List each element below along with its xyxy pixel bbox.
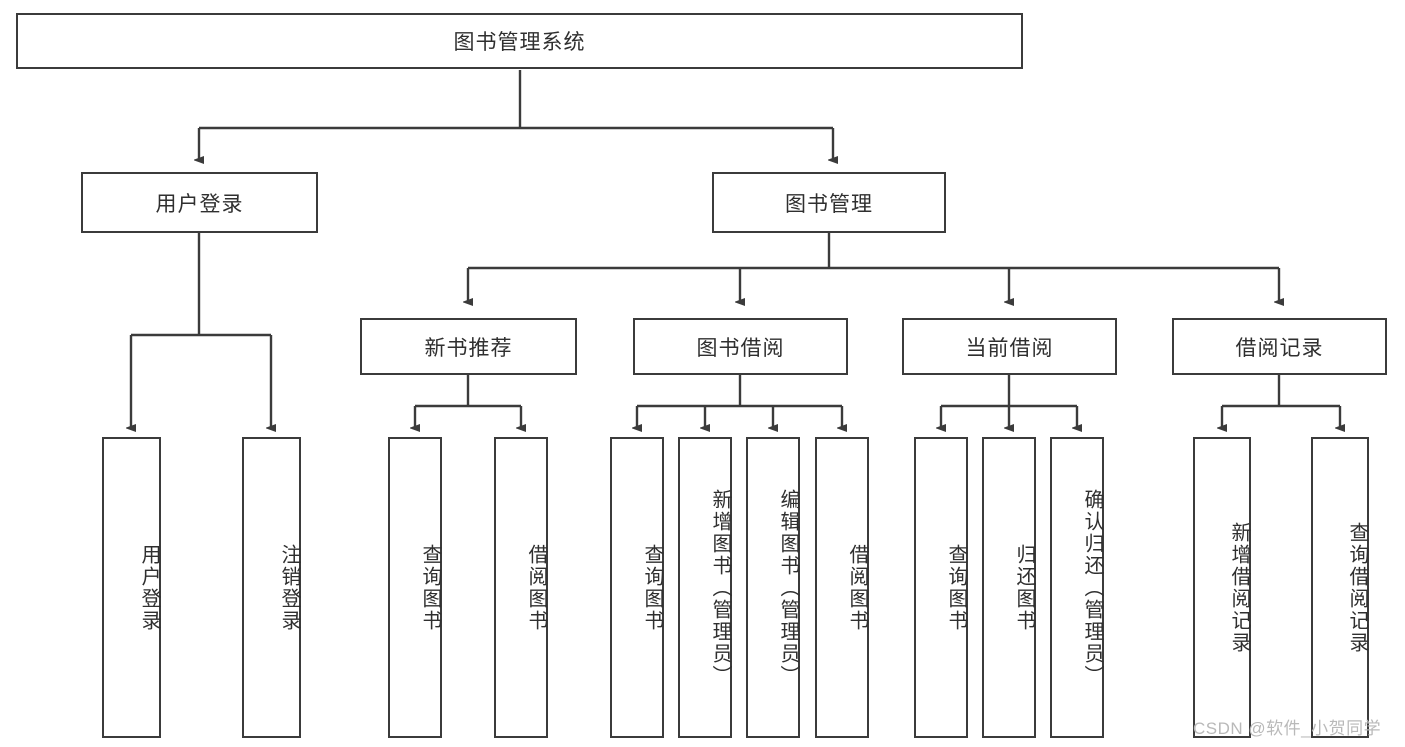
node-book-manage[interactable]: 图书管理 [712, 172, 946, 233]
leaf-return-book[interactable]: 归还图书 [982, 437, 1036, 738]
leaf-query-book-1[interactable]: 查询图书 [388, 437, 442, 738]
node-book-borrow[interactable]: 图书借阅 [633, 318, 848, 375]
node-label: 查询图书 [419, 543, 441, 632]
node-label: 图书管理系统 [453, 31, 586, 54]
node-label: 确认归还（管理员） [1081, 488, 1103, 687]
node-label: 查询图书 [945, 543, 967, 632]
leaf-borrow-book-2[interactable]: 借阅图书 [815, 437, 869, 738]
node-label: 编辑图书（管理员） [777, 488, 799, 687]
node-current-borrow[interactable]: 当前借阅 [902, 318, 1117, 375]
leaf-user-login[interactable]: 用户登录 [102, 437, 161, 738]
node-new-book-rec[interactable]: 新书推荐 [360, 318, 577, 375]
leaf-edit-book[interactable]: 编辑图书（管理员） [746, 437, 800, 738]
node-label: 借阅记录 [1235, 336, 1324, 360]
leaf-query-record[interactable]: 查询借阅记录 [1311, 437, 1369, 738]
node-label: 新书推荐 [424, 336, 513, 360]
leaf-confirm-return[interactable]: 确认归还（管理员） [1050, 437, 1104, 738]
node-label: 查询借阅记录 [1346, 521, 1368, 654]
node-label: 新增图书（管理员） [709, 488, 731, 687]
leaf-query-book-3[interactable]: 查询图书 [914, 437, 968, 738]
node-label: 用户登录 [138, 543, 160, 632]
node-borrow-record[interactable]: 借阅记录 [1172, 318, 1387, 375]
node-user-login[interactable]: 用户登录 [81, 172, 318, 233]
leaf-logout[interactable]: 注销登录 [242, 437, 301, 738]
node-label: 借阅图书 [846, 543, 868, 632]
node-label: 借阅图书 [525, 543, 547, 632]
node-label: 注销登录 [278, 543, 300, 632]
node-root[interactable]: 图书管理系统 [16, 13, 1023, 69]
node-label: 查询图书 [641, 543, 663, 632]
node-label: 图书借阅 [696, 336, 785, 360]
node-label: 用户登录 [155, 192, 244, 216]
csdn-watermark: CSDN @软件_小贺同学 [1193, 719, 1382, 738]
node-label: 新增借阅记录 [1228, 521, 1250, 654]
node-label: 当前借阅 [965, 336, 1054, 360]
leaf-add-record[interactable]: 新增借阅记录 [1193, 437, 1251, 738]
leaf-query-book-2[interactable]: 查询图书 [610, 437, 664, 738]
node-label: 图书管理 [785, 192, 873, 216]
leaf-borrow-book-1[interactable]: 借阅图书 [494, 437, 548, 738]
leaf-add-book[interactable]: 新增图书（管理员） [678, 437, 732, 738]
node-label: 归还图书 [1013, 543, 1035, 632]
